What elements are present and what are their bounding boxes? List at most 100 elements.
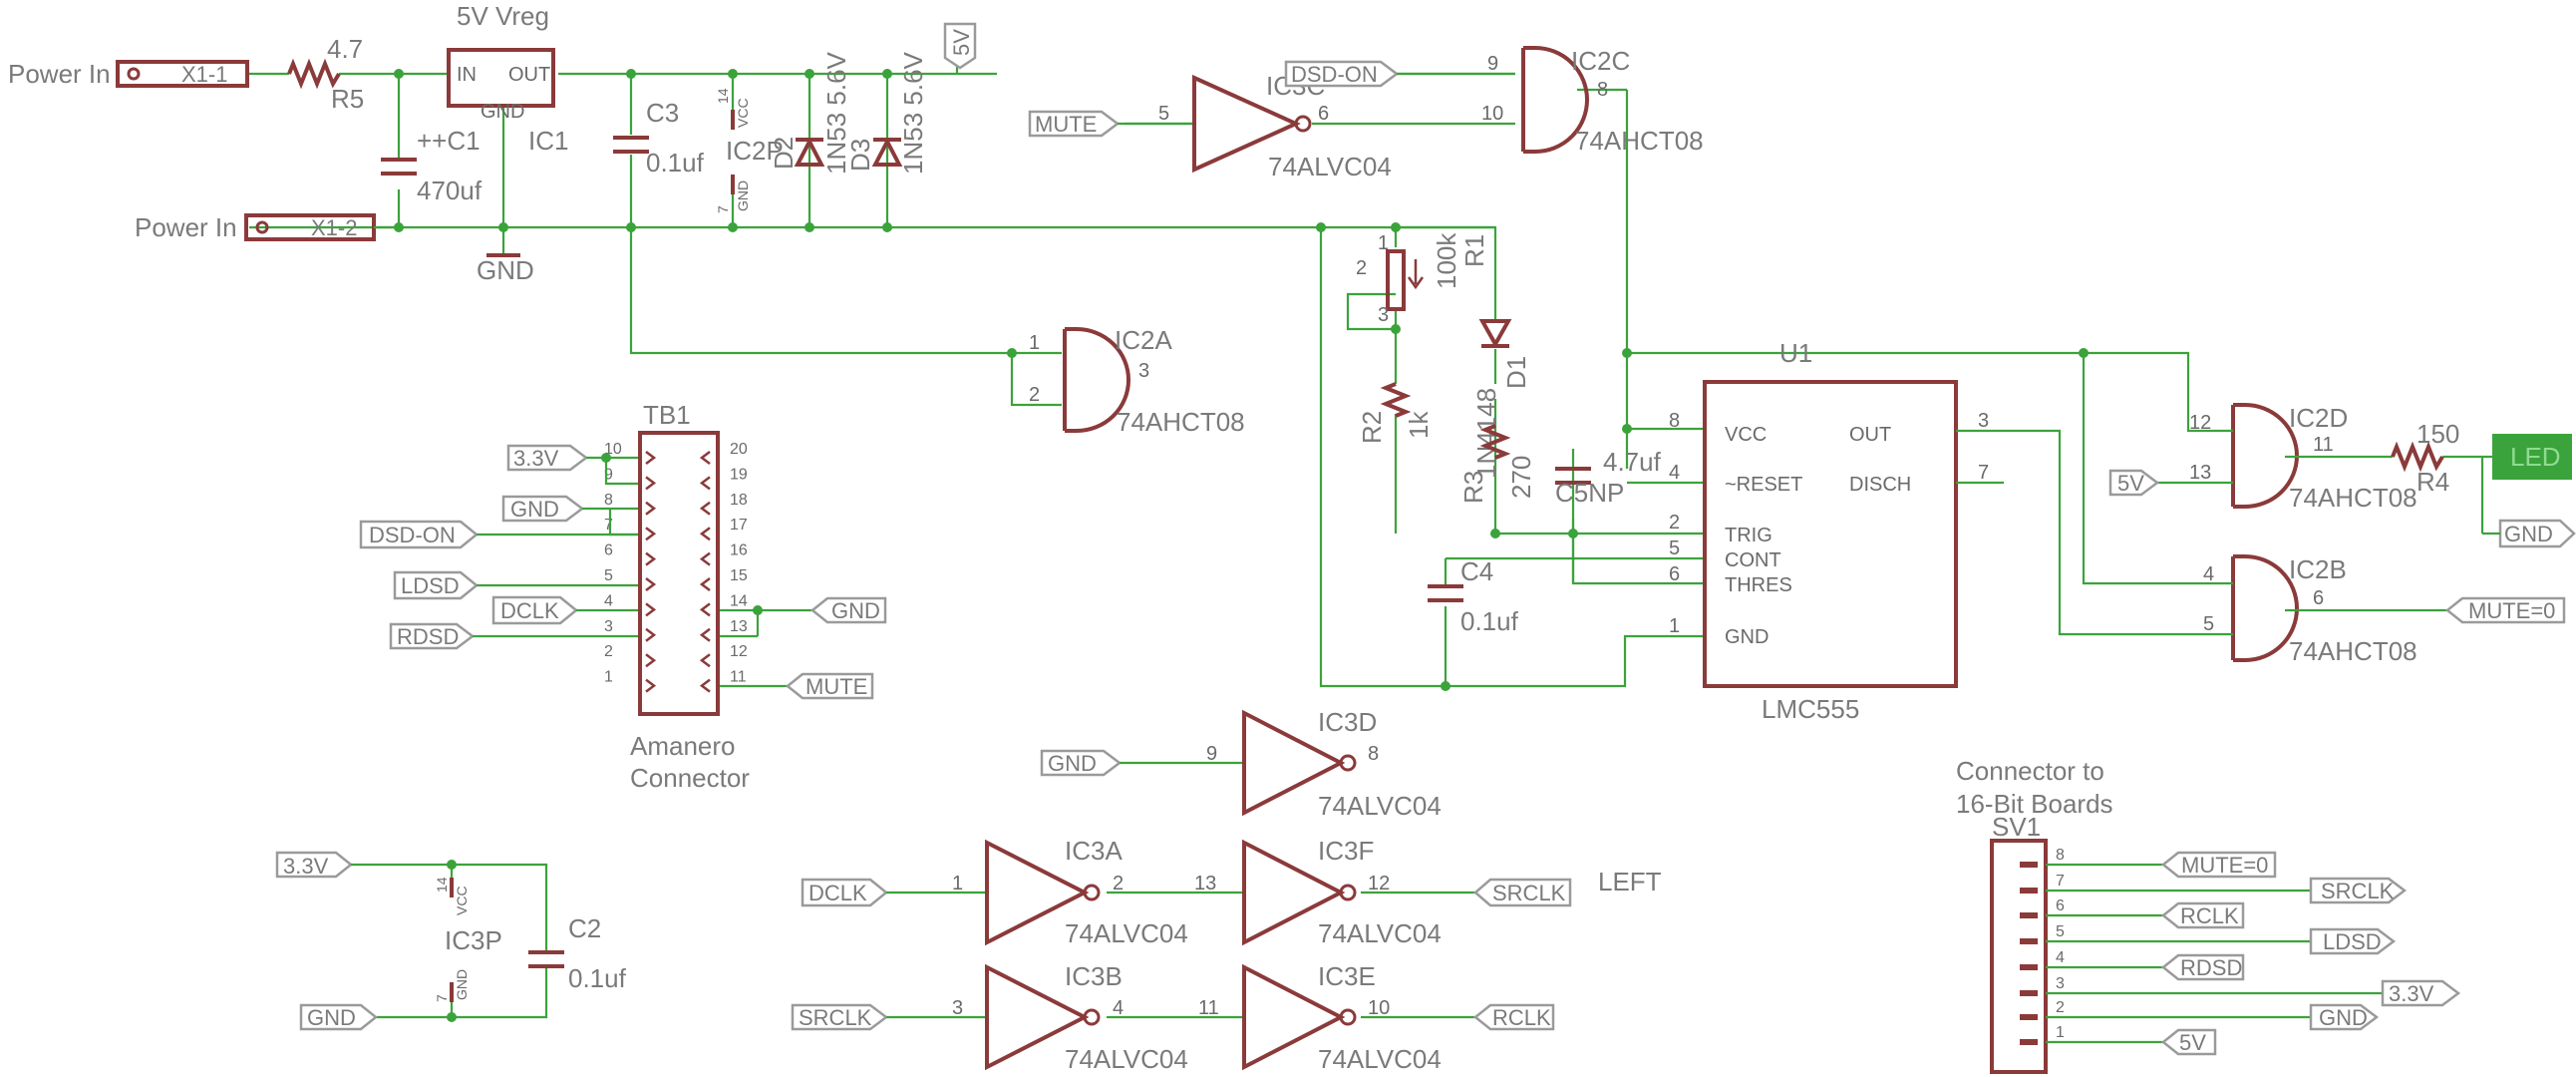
- u1-pin8: 8: [1669, 410, 1680, 432]
- tb1-right-pin-number: 11: [730, 669, 747, 686]
- tb1-right-pin-number: 15: [730, 567, 748, 584]
- sv1-srclk-label: [2309, 877, 2408, 904]
- tb1-left-pin-mark: [645, 527, 657, 541]
- sv1-3v3-text: 3.3V: [2389, 981, 2434, 1006]
- ic3d-in-pin: 9: [1206, 743, 1217, 765]
- tb1-right-pin-number: 18: [730, 492, 748, 509]
- r1-name: R1: [1459, 234, 1489, 267]
- sv1-srclk-text: SRCLK: [2321, 879, 2395, 903]
- tb1-3v3-label: [506, 444, 589, 472]
- sv1-mute0-text: MUTE=0: [2181, 853, 2268, 878]
- tb1-dclk-label: [491, 595, 578, 625]
- ic3d-gnd-label: [1040, 749, 1123, 777]
- tb1-mute-text: MUTE: [805, 674, 867, 699]
- ic3d-name: IC3D: [1318, 707, 1377, 737]
- ic3a-name: IC3A: [1065, 836, 1123, 866]
- ic3f-part: 74ALVC04: [1318, 918, 1442, 948]
- c2-value: 0.1uf: [568, 963, 627, 993]
- vreg-ic1: [447, 48, 555, 108]
- ic3c-part: 74ALVC04: [1268, 152, 1392, 181]
- x1-1-connector: [116, 60, 249, 88]
- ic3a-dclk-label: [801, 878, 888, 907]
- ic2a-part: 74AHCT08: [1117, 407, 1245, 437]
- u1-pin1: 1: [1669, 615, 1680, 637]
- r1-pin2: 2: [1356, 257, 1367, 279]
- c1-value: 470uf: [417, 176, 483, 205]
- r1-potentiometer: [1386, 249, 1406, 311]
- ic2d-out-pin: 11: [2313, 434, 2334, 456]
- tb1-dsd-on-text: DSD-ON: [369, 523, 456, 547]
- tb1-left-pin-mark: [645, 653, 657, 668]
- u1-gnd: GND: [1725, 626, 1769, 648]
- r4-resistor: [2391, 441, 2444, 473]
- vreg-in-pin: IN: [457, 64, 477, 86]
- tb1-left-pin-mark: [645, 451, 657, 465]
- output-gates: IC2D 12 13 11 74AHCT08 5V 150 R4 LED GND…: [2108, 403, 2576, 666]
- ic3f-srclk-label: [1473, 878, 1572, 907]
- ic3a-dclk-text: DCLK: [808, 881, 867, 905]
- tb1-right-pin-mark: [699, 476, 711, 491]
- ic3b-srclk-text: SRCLK: [799, 1005, 872, 1030]
- c2-capacitor: [528, 950, 564, 968]
- sv1-pin-mark: [2020, 990, 2038, 996]
- ic2p-pin14: 14: [715, 88, 731, 104]
- tb1-right-pin-number: 12: [730, 643, 748, 660]
- ic3e-rclk-label: [1472, 1003, 1555, 1031]
- dsd-on-label: [1284, 60, 1400, 88]
- c1-capacitor: [381, 158, 417, 176]
- d2-rating: 1N53 5.6V: [821, 51, 851, 175]
- tb1-left-pin-mark: [645, 551, 657, 566]
- u1-reset: ~RESET: [1725, 474, 1802, 496]
- tb1-left-pin-mark: [645, 476, 657, 491]
- c1-name: ++C1: [417, 126, 481, 156]
- sv1-mute0-label: [2160, 851, 2277, 879]
- sv1-gnd-text: GND: [2319, 1005, 2368, 1030]
- u1-out: OUT: [1849, 424, 1891, 446]
- r2-value: 1k: [1404, 411, 1434, 439]
- led-gnd-text: GND: [2504, 522, 2553, 546]
- ic2d-part: 74AHCT08: [2289, 483, 2417, 513]
- tb1-right-pin-mark: [699, 653, 711, 668]
- sv1-pin-number: 2: [2056, 999, 2065, 1016]
- u1-pin7: 7: [1978, 462, 1989, 484]
- ic3c-out-pin: 6: [1318, 103, 1329, 125]
- ic3p-vcc: VCC: [454, 886, 470, 915]
- tb1-right-pin-mark: [699, 551, 711, 566]
- sv1-ldsd-label: [2309, 927, 2397, 955]
- u1-pin4: 4: [1669, 462, 1680, 484]
- u1-disch: DISCH: [1849, 474, 1911, 496]
- sv1-pin-mark: [2020, 964, 2038, 970]
- ic2a-and-gate: [1063, 327, 1130, 433]
- r1-pin3: 3: [1378, 304, 1389, 326]
- tb1-caption-2: Connector: [630, 763, 750, 793]
- tb1-left-pin-number: 6: [604, 542, 613, 559]
- ic2c-out-pin: 8: [1597, 79, 1608, 101]
- sv1-rclk-label: [2160, 901, 2245, 929]
- r3-name: R3: [1458, 471, 1488, 504]
- sv1-ldsd-text: LDSD: [2323, 929, 2382, 954]
- ic3e-rclk-text: RCLK: [1492, 1005, 1551, 1030]
- tb1-left-pin-number: 1: [604, 669, 613, 686]
- ic2b-and-gate: [2231, 554, 2299, 662]
- tb1-right-pin-mark: [699, 501, 711, 516]
- ic2d-5v-label: [2108, 469, 2160, 497]
- tb1-right-pin-number: 19: [730, 466, 748, 483]
- tb1-left-pin-number: 4: [604, 592, 613, 609]
- ic3c-inverter: [1192, 74, 1301, 174]
- led-gnd-label: [2498, 519, 2576, 548]
- ic3f-in-pin: 13: [1194, 873, 1216, 895]
- timer-section: 1 2 3 100k R1 D1 1N4148 R2 1k R3 270 4.7…: [1316, 222, 2213, 724]
- u1-vcc: VCC: [1725, 424, 1767, 446]
- ic2d-name: IC2D: [2289, 403, 2348, 433]
- ic3p-section: 3.3V 14 VCC 7 GND IC3P C2 0.1uf GND: [275, 851, 627, 1031]
- d3-zener: [871, 137, 903, 167]
- ic2p-name: IC2P: [726, 136, 784, 166]
- tb1-gnd-text: GND: [510, 497, 559, 522]
- ic3p-pin7: 7: [434, 994, 450, 1002]
- sv1-title-1: Connector to: [1956, 756, 2104, 786]
- ic3a-out-pin: 2: [1113, 873, 1124, 895]
- ic3d-inverter: [1242, 709, 1346, 817]
- ic3d-part: 74ALVC04: [1318, 791, 1442, 821]
- r3-value: 270: [1506, 456, 1536, 499]
